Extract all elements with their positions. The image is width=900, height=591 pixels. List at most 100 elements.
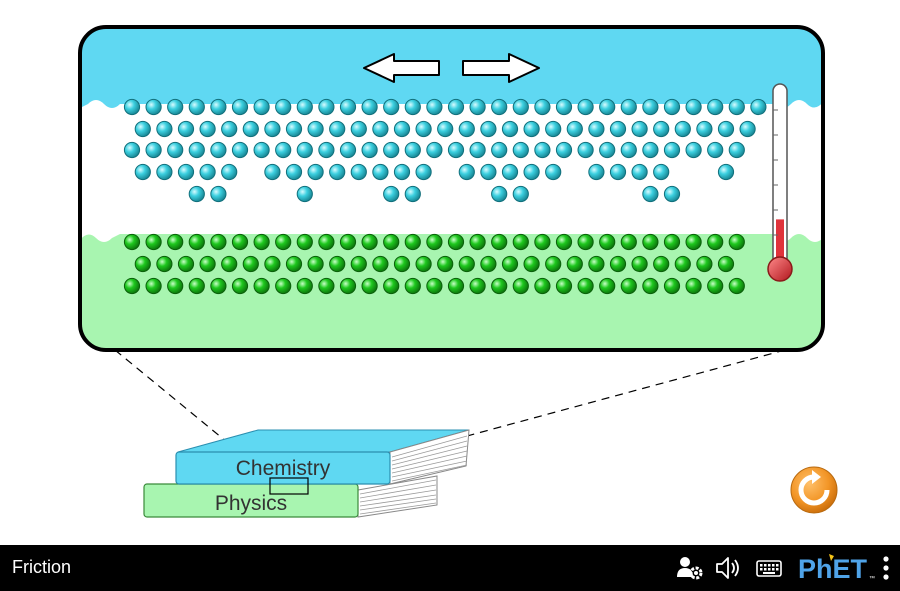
top-atom bbox=[458, 163, 475, 181]
top-atom bbox=[264, 163, 281, 181]
sound-button[interactable] bbox=[714, 553, 744, 583]
top-atom bbox=[588, 163, 605, 181]
top-atom bbox=[167, 141, 184, 159]
menu-button[interactable] bbox=[880, 553, 892, 583]
bottom-atom bbox=[469, 277, 486, 295]
top-atom bbox=[588, 120, 605, 138]
bottom-atom bbox=[501, 255, 519, 273]
bottom-atom bbox=[696, 255, 713, 273]
bottom-atom bbox=[685, 233, 702, 251]
top-atom bbox=[285, 163, 303, 181]
top-atom bbox=[264, 120, 281, 138]
bottom-atom bbox=[156, 255, 173, 273]
top-atom bbox=[167, 98, 184, 116]
top-atom bbox=[663, 185, 681, 203]
play-area: Physics Chemistry bbox=[78, 25, 825, 518]
phet-logo[interactable]: PhET ™ bbox=[798, 553, 876, 584]
phet-logo-icon: PhET ™ bbox=[798, 554, 875, 584]
top-atom bbox=[480, 120, 497, 138]
top-atom bbox=[221, 163, 238, 181]
sim-title: Friction bbox=[12, 557, 72, 577]
sound-icon bbox=[716, 557, 739, 579]
top-atom bbox=[285, 120, 303, 138]
top-atom bbox=[188, 185, 205, 203]
bottom-atom bbox=[210, 233, 227, 251]
bottom-atom bbox=[447, 233, 465, 251]
arrow-right-icon[interactable] bbox=[462, 53, 540, 83]
arrow-left-icon[interactable] bbox=[363, 53, 440, 83]
bottom-atom bbox=[145, 233, 162, 251]
bottom-atom bbox=[134, 255, 151, 273]
top-atom bbox=[393, 163, 411, 181]
brand-label: PhET bbox=[798, 554, 868, 583]
bottom-atom bbox=[545, 255, 562, 273]
thermometer bbox=[767, 83, 793, 282]
top-atom bbox=[545, 120, 562, 138]
bottom-atom bbox=[642, 233, 659, 251]
top-atom bbox=[231, 141, 249, 159]
bottom-atom bbox=[577, 233, 594, 251]
bottom-atom bbox=[296, 233, 313, 251]
top-atom bbox=[663, 141, 681, 159]
top-atom bbox=[577, 141, 594, 159]
top-atom bbox=[188, 141, 205, 159]
bottom-atom bbox=[242, 255, 259, 273]
bottom-atom bbox=[231, 277, 249, 295]
preferences-button[interactable] bbox=[676, 553, 704, 583]
top-atom bbox=[156, 163, 173, 181]
top-atom bbox=[383, 98, 400, 116]
bottom-atom bbox=[447, 277, 465, 295]
top-atom bbox=[642, 141, 659, 159]
top-atom bbox=[156, 120, 173, 138]
reset-button[interactable] bbox=[790, 466, 838, 514]
bottom-atom bbox=[221, 255, 238, 273]
top-atom bbox=[145, 98, 162, 116]
top-atom bbox=[491, 185, 508, 203]
bottom-atom bbox=[145, 277, 162, 295]
bottom-atom bbox=[426, 277, 443, 295]
top-atom bbox=[426, 141, 443, 159]
bottom-atom bbox=[210, 277, 227, 295]
top-atom bbox=[599, 98, 616, 116]
bottom-atom bbox=[588, 255, 605, 273]
bottom-atom bbox=[458, 255, 475, 273]
top-atom bbox=[512, 185, 529, 203]
bottom-atom bbox=[663, 277, 681, 295]
top-atom bbox=[339, 141, 357, 159]
bottom-atom bbox=[642, 277, 659, 295]
top-atom bbox=[307, 120, 324, 138]
bottom-atom bbox=[685, 277, 702, 295]
bottom-atom bbox=[123, 277, 141, 295]
top-atom bbox=[253, 141, 270, 159]
chemistry-book[interactable]: Chemistry bbox=[175, 429, 470, 485]
bottom-atom bbox=[728, 233, 745, 251]
thermometer-bulb bbox=[767, 256, 793, 282]
top-atom bbox=[361, 141, 378, 159]
top-atom bbox=[231, 98, 249, 116]
magnifier-target bbox=[269, 477, 309, 495]
bottom-atom bbox=[437, 255, 454, 273]
top-atom bbox=[512, 141, 529, 159]
bottom-atom bbox=[707, 277, 724, 295]
bottom-atom bbox=[231, 233, 249, 251]
bottom-atom bbox=[663, 233, 681, 251]
top-atom bbox=[210, 185, 227, 203]
bottom-atom bbox=[599, 233, 616, 251]
keyboard-icon bbox=[756, 560, 782, 577]
top-atom bbox=[210, 98, 227, 116]
bottom-atom bbox=[318, 277, 335, 295]
keyboard-help-button[interactable] bbox=[755, 553, 783, 583]
top-atom bbox=[750, 98, 767, 116]
top-atom bbox=[609, 163, 627, 181]
kebab-menu-icon bbox=[883, 556, 889, 580]
top-atom bbox=[491, 141, 508, 159]
bottom-atom bbox=[339, 233, 357, 251]
top-atom bbox=[609, 120, 627, 138]
top-atom bbox=[318, 141, 335, 159]
top-atom bbox=[253, 98, 270, 116]
bottom-atom bbox=[469, 233, 486, 251]
bottom-atom bbox=[404, 233, 421, 251]
top-atom bbox=[275, 98, 292, 116]
top-atom bbox=[555, 141, 573, 159]
chemistry-label: Chemistry bbox=[236, 457, 331, 480]
